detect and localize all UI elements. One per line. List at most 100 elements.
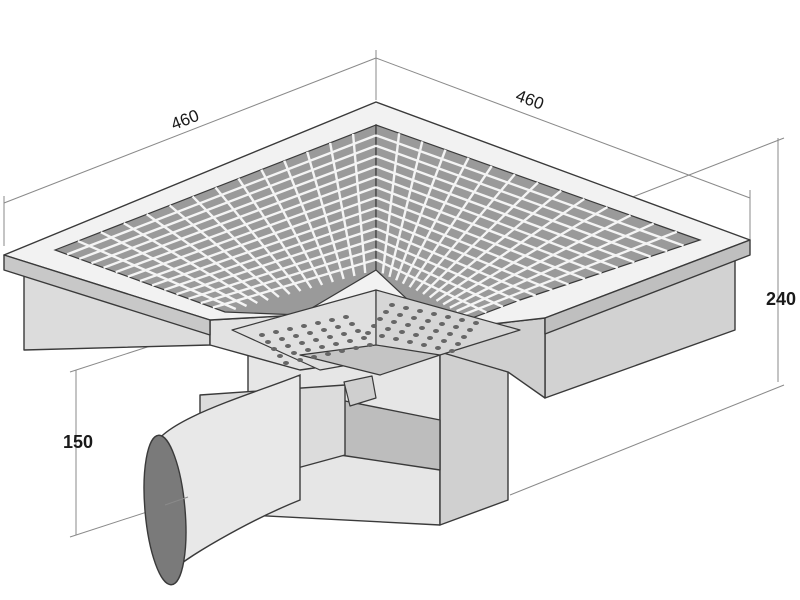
grate-bar-right-a (462, 230, 678, 316)
perforation-hole (427, 336, 433, 340)
perforation-hole (313, 338, 319, 342)
grate-bar-left-b (151, 206, 377, 287)
perforation-hole (399, 330, 405, 334)
perforation-hole (335, 325, 341, 329)
grate-bar-left-a (328, 142, 356, 277)
perforation-hole (273, 330, 279, 334)
perforation-hole (325, 352, 331, 356)
grate-bar-left-b (176, 227, 377, 296)
perforation-hole (411, 316, 417, 320)
perforation-hole (291, 351, 297, 355)
perforation-hole (341, 332, 347, 336)
perforation-hole (467, 328, 473, 332)
perforation-hole (383, 310, 389, 314)
pipe-axis (164, 496, 189, 506)
perforation-hole (293, 334, 299, 338)
perforation-hole (385, 327, 391, 331)
perforation-hole (305, 348, 311, 352)
perforation-hole (301, 324, 307, 328)
perforation-hole (283, 361, 289, 365)
perforation-hole (405, 323, 411, 327)
grating (53, 124, 702, 331)
pipe-opening (143, 434, 187, 586)
perforation-hole (403, 306, 409, 310)
perforation-hole (271, 347, 277, 351)
perforation-hole (307, 331, 313, 335)
perforation-hole (355, 329, 361, 333)
grate-bar-right-a (428, 189, 562, 299)
perforation-hole (417, 309, 423, 313)
perforation-hole (449, 349, 455, 353)
dim-line-left-width (3, 57, 377, 204)
grate-bar-right-b (375, 217, 553, 292)
perforation-hole (265, 340, 271, 344)
perforation-hole (339, 349, 345, 353)
perforation-hole (441, 339, 447, 343)
grate-bars (66, 133, 684, 316)
perforation-hole (333, 342, 339, 346)
grate-bar-right-b (375, 227, 537, 297)
perforation-hole (315, 321, 321, 325)
perforation-hole (329, 318, 335, 322)
grate-bar-left-b (200, 248, 377, 305)
perforation-hole (393, 337, 399, 341)
grate-bar-left-b (163, 217, 377, 291)
perforation-hole (343, 315, 349, 319)
rim-edge-right (544, 239, 751, 335)
grate-bar-right-b (375, 258, 487, 314)
perforation-hole (311, 355, 317, 359)
perforation-hole (425, 319, 431, 323)
perforation-hole (347, 339, 353, 343)
dim-label-width-right: 460 (513, 86, 546, 114)
perforation-hole (367, 343, 373, 347)
perforation-hole (297, 358, 303, 362)
perforation-hole (473, 321, 479, 325)
perforation-hole (365, 331, 371, 335)
perforation-hole (277, 354, 283, 358)
strainer-basket (231, 289, 521, 407)
perforation-hole (431, 312, 437, 316)
grate-bar-right-b (375, 206, 570, 286)
dim-label-height-total: 240 (766, 289, 796, 309)
perforation-hole (413, 333, 419, 337)
perforation-hole (421, 343, 427, 347)
perforation-hole (287, 327, 293, 331)
perforation-hole (299, 341, 305, 345)
grate-bar-left-b (139, 196, 377, 283)
grate-bar-right-a (449, 214, 632, 309)
perforation-hole (259, 333, 265, 337)
grate-bar-right-b (375, 237, 520, 303)
grate-bar-left-b (212, 258, 377, 309)
perforation-hole (407, 340, 413, 344)
perforation-hole (445, 315, 451, 319)
grate-bar-right-a (456, 222, 655, 313)
perforation-hole (353, 346, 359, 350)
perforation-hole (377, 317, 383, 321)
strainer-bottom (299, 344, 441, 376)
grate-bar-left-a (260, 169, 324, 286)
perforation-hole (371, 324, 377, 328)
perforation-hole (433, 329, 439, 333)
perforation-hole (327, 335, 333, 339)
pipe-body (151, 373, 301, 577)
grate-bar-left-a (283, 160, 334, 283)
perforation-hole (455, 342, 461, 346)
perforation-hole (321, 328, 327, 332)
perforation-hole (389, 303, 395, 307)
perforation-hole (419, 326, 425, 330)
grate-bar-right-a (435, 197, 585, 302)
perforation-hole (397, 313, 403, 317)
perforation-hole (447, 332, 453, 336)
perforation-hole (349, 322, 355, 326)
perforation-hole (379, 334, 385, 338)
perforation-hole (361, 336, 367, 340)
perforation-hole (459, 318, 465, 322)
perforations (259, 303, 479, 365)
grate-bar-left-a (237, 177, 313, 289)
perforation-hole (435, 346, 441, 350)
dim-label-height-outlet: 150 (63, 432, 93, 452)
grate-bar-right-a (442, 206, 609, 306)
perforation-hole (279, 337, 285, 341)
outlet-pipe (143, 373, 301, 586)
